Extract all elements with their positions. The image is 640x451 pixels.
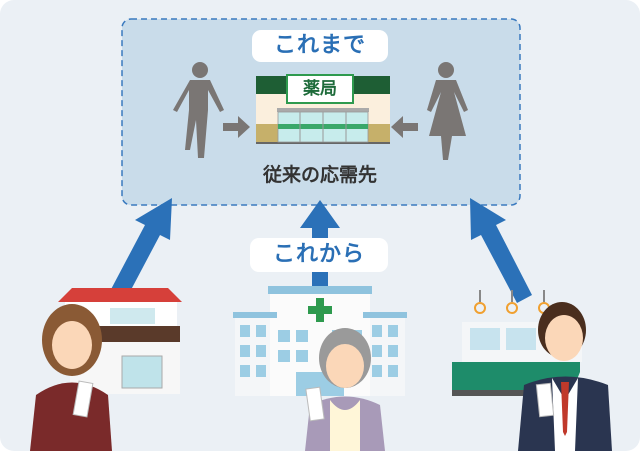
arrow-left-icon bbox=[391, 116, 418, 138]
hospital-icon bbox=[233, 286, 407, 396]
woman-left-person bbox=[30, 304, 112, 451]
elderly-woman-person bbox=[305, 328, 385, 451]
woman-silhouette-icon bbox=[427, 62, 468, 160]
house-icon bbox=[58, 288, 182, 394]
label-before: これまで bbox=[252, 30, 388, 62]
arrow-up-left-icon bbox=[108, 198, 172, 303]
man-silhouette-icon bbox=[173, 62, 224, 158]
arrow-up-right-icon bbox=[470, 198, 532, 303]
label-after: これから bbox=[250, 238, 388, 272]
pharmacy-building bbox=[256, 74, 390, 144]
arrow-right-icon bbox=[223, 116, 250, 138]
necktie-icon bbox=[561, 382, 569, 436]
medical-cross-icon bbox=[308, 298, 332, 322]
pharmacy-sign: 薬局 bbox=[303, 79, 337, 99]
previous-destination-caption: 従来の応需先 bbox=[262, 164, 377, 186]
businessman-person bbox=[518, 302, 612, 451]
